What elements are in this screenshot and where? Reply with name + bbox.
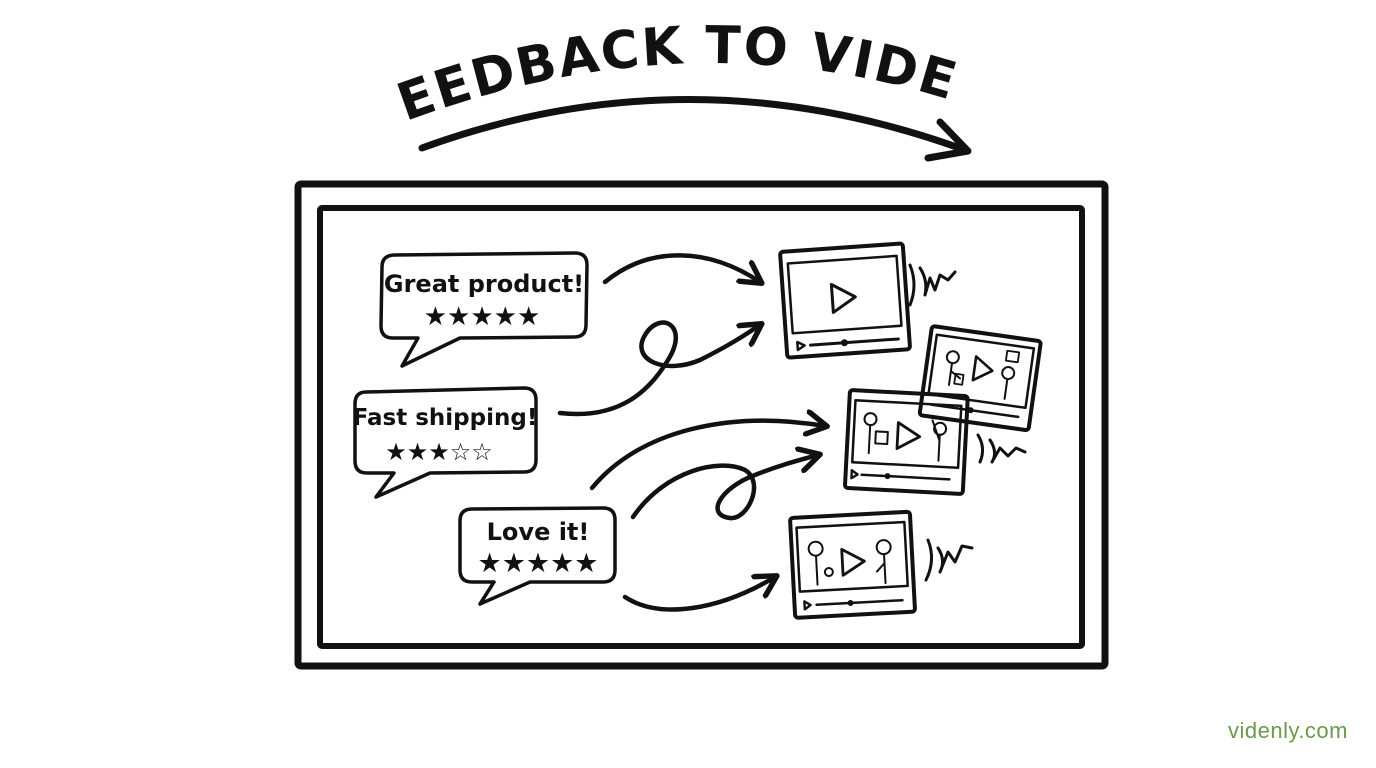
review-text-3: Love it! [487,518,590,546]
review-bubble-2: Fast shipping! ★★★☆☆ [353,386,538,499]
play-icon [829,282,857,314]
play-icon [971,355,994,382]
review-bubble-3: Love it! ★★★★★ [458,506,617,606]
frame-inner [317,205,1085,649]
title-arc-arrow [418,96,969,154]
flow-arrow-3 [589,421,825,491]
title-arc-arrowhead [924,118,972,162]
sound-waves-1 [908,263,957,307]
review-text-1: Great product! [384,270,584,298]
play-small-icon [796,340,806,352]
sound-waves-3 [924,538,974,582]
review-stars-1: ★★★★★ [424,302,541,332]
video-card-1 [778,241,912,360]
flow-arrow-5 [622,577,775,612]
watermark-text: videnly.com [1227,718,1348,743]
review-stars-3: ★★★★★ [477,548,598,579]
sound-waves-2 [976,433,1027,464]
review-text-2: Fast shipping! [353,405,538,431]
video-card-2 [917,324,1043,433]
review-bubble-1: Great product! ★★★★★ [379,251,589,368]
flow-arrow-2 [557,320,760,417]
play-icon [840,547,866,577]
flow-arrow-4 [630,455,818,521]
video-card-3 [843,388,970,496]
review-stars-2: ★★★☆☆ [385,438,493,466]
frame-outer [294,180,1109,670]
video-card-4 [788,509,917,620]
flow-arrows [557,253,825,612]
flow-arrow-1 [602,253,760,282]
play-icon [895,421,922,450]
